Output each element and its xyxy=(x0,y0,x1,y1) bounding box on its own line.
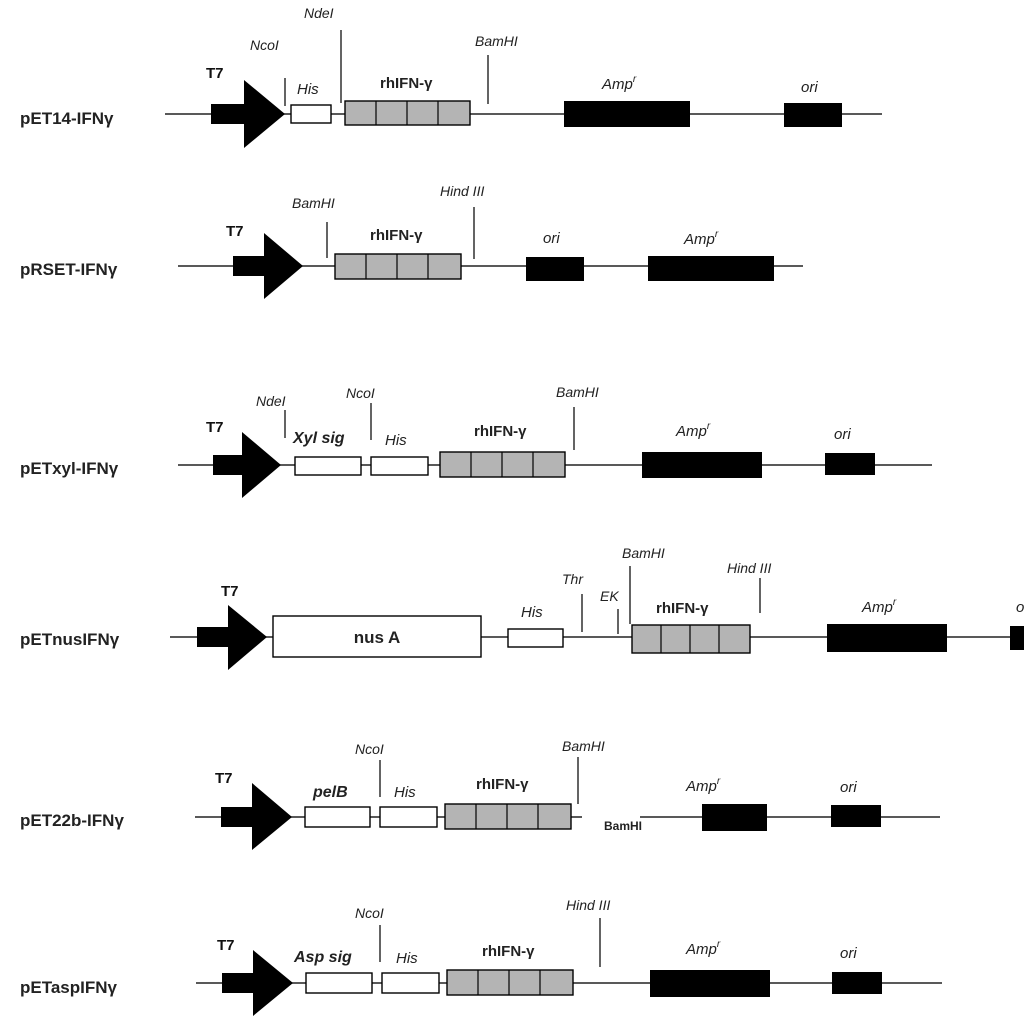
signal-label: Asp sig xyxy=(293,949,352,966)
construct-row-petxyl: pETxyl-IFNγ T7 NdeI Xyl sig NcoI His rhI… xyxy=(20,384,932,498)
his-tag-box xyxy=(381,972,440,994)
his-tag-box xyxy=(507,628,564,648)
ampicillin-resistance-box xyxy=(648,256,774,281)
amp-label: Ampr xyxy=(685,776,721,795)
construct-row-pet22b: pET22b-IFNγ T7 pelB NcoI His rhIFN-γ Bam… xyxy=(20,738,940,850)
rhifn-gene-box xyxy=(444,803,572,830)
site-label: EK xyxy=(600,588,619,604)
ori-label: o xyxy=(1016,599,1024,616)
signal-label: Xyl sig xyxy=(292,430,345,447)
asp-signal-box xyxy=(305,972,373,994)
rhifn-gene-box xyxy=(446,969,574,996)
promoter-label: T7 xyxy=(221,583,239,600)
ori-label: ori xyxy=(834,426,851,443)
ori-box xyxy=(831,805,881,827)
site-label: BamHI xyxy=(562,738,605,754)
site-label: NcoI xyxy=(355,905,384,921)
gene-label: rhIFN-γ xyxy=(474,423,527,440)
ampicillin-resistance-box xyxy=(650,970,770,997)
site-label: NcoI xyxy=(250,37,279,53)
site-label: BamHI xyxy=(475,33,518,49)
gene-label: rhIFN-γ xyxy=(482,943,535,960)
ori-box xyxy=(526,257,584,281)
fusion-label: nus A xyxy=(354,628,401,647)
site-label: Hind III xyxy=(727,560,771,576)
gene-label: rhIFN-γ xyxy=(656,600,709,617)
construct-name: pETnusIFNγ xyxy=(20,630,120,649)
site-label: BamHI xyxy=(292,195,335,211)
ampicillin-resistance-box xyxy=(642,452,762,478)
t7-promoter-arrow xyxy=(221,783,292,850)
his-label: His xyxy=(385,432,407,449)
ori-label: ori xyxy=(801,79,818,96)
ori-label: ori xyxy=(543,230,560,247)
t7-promoter-arrow xyxy=(233,233,303,299)
nusa-fusion-box xyxy=(272,615,482,658)
ori-label: ori xyxy=(840,945,857,962)
bamhi-note: BamHI xyxy=(604,819,642,833)
ampicillin-resistance-box xyxy=(564,101,690,127)
his-tag-box xyxy=(370,456,429,476)
rhifn-gene-box xyxy=(344,100,471,126)
site-label: NdeI xyxy=(256,393,286,409)
promoter-label: T7 xyxy=(206,419,224,436)
his-label: His xyxy=(297,81,319,98)
rhifn-gene-box xyxy=(631,624,751,654)
promoter-label: T7 xyxy=(217,937,235,954)
site-label: Hind III xyxy=(440,183,484,199)
site-label: NcoI xyxy=(346,385,375,401)
xyl-signal-box xyxy=(294,456,362,476)
gene-label: rhIFN-γ xyxy=(380,75,433,92)
ori-box xyxy=(1010,626,1024,650)
ori-box xyxy=(784,103,842,127)
ori-box xyxy=(832,972,882,994)
rhifn-gene-box xyxy=(334,253,462,280)
t7-promoter-arrow xyxy=(211,80,285,148)
ampicillin-resistance-box xyxy=(827,624,947,652)
construct-name: pETxyl-IFNγ xyxy=(20,459,119,478)
his-label: His xyxy=(521,604,543,621)
construct-name: pRSET-IFNγ xyxy=(20,260,118,279)
rhifn-gene-box xyxy=(439,451,566,478)
site-label: BamHI xyxy=(622,545,665,561)
his-label: His xyxy=(396,950,418,967)
construct-row-prset: pRSET-IFNγ T7 BamHI rhIFN-γ Hind III ori… xyxy=(20,183,803,299)
gene-label: rhIFN-γ xyxy=(476,776,529,793)
construct-row-petnus: pETnusIFNγ T7 nus A His Thr EK BamHI rhI… xyxy=(20,545,1024,670)
construct-name: pET22b-IFNγ xyxy=(20,811,124,830)
construct-row-pet14: pET14-IFNγ T7 NcoI NdeI His rhIFN-γ BamH… xyxy=(20,5,882,148)
construct-name: pET14-IFNγ xyxy=(20,109,114,128)
amp-label: Ampr xyxy=(685,939,721,958)
amp-label: Ampr xyxy=(683,229,719,248)
amp-label: Ampr xyxy=(675,421,711,440)
amp-label: Ampr xyxy=(601,74,637,93)
pelb-signal-box xyxy=(304,806,371,828)
site-label: Hind III xyxy=(566,897,610,913)
promoter-label: T7 xyxy=(206,65,224,82)
t7-promoter-arrow xyxy=(222,950,293,1016)
ampicillin-resistance-box xyxy=(702,804,767,831)
site-label: NdeI xyxy=(304,5,334,21)
his-tag-box xyxy=(379,806,438,828)
amp-label: Ampr xyxy=(861,597,897,616)
his-label: His xyxy=(394,784,416,801)
construct-name: pETaspIFNγ xyxy=(20,978,118,997)
promoter-label: T7 xyxy=(215,770,233,787)
site-label: BamHI xyxy=(556,384,599,400)
site-label: Thr xyxy=(562,571,584,587)
construct-row-petasp: pETaspIFNγ T7 Asp sig NcoI His rhIFN-γ H… xyxy=(20,897,942,1016)
site-label: NcoI xyxy=(355,741,384,757)
gene-label: rhIFN-γ xyxy=(370,227,423,244)
ori-label: ori xyxy=(840,779,857,796)
his-tag-box xyxy=(290,104,332,124)
t7-promoter-arrow xyxy=(213,432,281,498)
promoter-label: T7 xyxy=(226,223,244,240)
signal-label: pelB xyxy=(312,784,348,801)
ori-box xyxy=(825,453,875,475)
t7-promoter-arrow xyxy=(197,605,267,670)
